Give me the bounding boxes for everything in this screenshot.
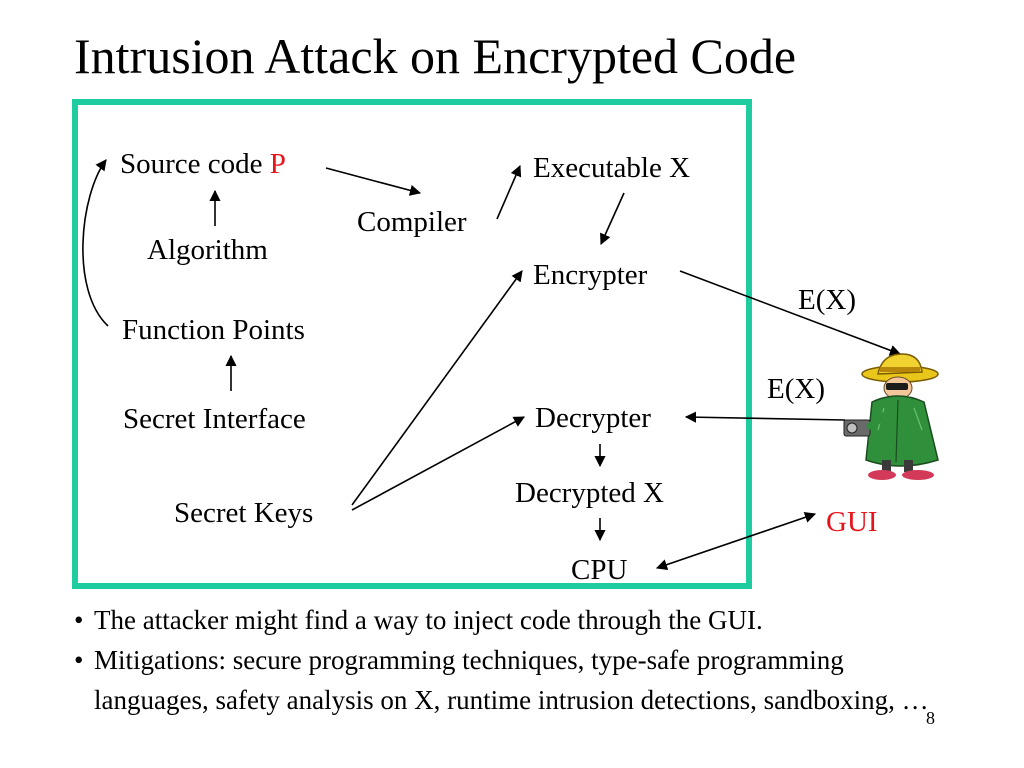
slide-title: Intrusion Attack on Encrypted Code	[74, 28, 797, 84]
algorithm-label: Algorithm	[147, 234, 268, 266]
arrow-encrypter-to-attacker	[679, 270, 902, 356]
decrypter-label: Decrypter	[535, 402, 651, 434]
encrypted-output-label: E(X)	[798, 284, 856, 316]
spy-attacker-icon	[843, 353, 939, 480]
bullet-text: Mitigations: secure programming techniqu…	[94, 645, 929, 715]
bullet-item: • The attacker might find a way to injec…	[74, 600, 964, 640]
arrow-compiler-to-executable	[496, 164, 522, 220]
bullet-item: • Mitigations: secure programming techni…	[74, 640, 964, 720]
arrow-cpu-gui	[655, 511, 817, 571]
executable-label: Executable X	[533, 152, 691, 184]
encrypted-input-label: E(X)	[767, 373, 825, 405]
source-code-text: Source code	[120, 148, 270, 180]
gui-label: GUI	[826, 506, 878, 538]
bullet-list: • The attacker might find a way to injec…	[74, 600, 964, 720]
arrow-source-to-compiler	[325, 167, 422, 196]
arrow-executable-to-encrypter	[600, 192, 625, 246]
bullet-marker: •	[74, 645, 84, 675]
arrow-function-points-to-source	[82, 159, 109, 327]
encrypter-label: Encrypter	[533, 259, 648, 291]
system-boundary-frame	[72, 99, 752, 589]
page-number: 8	[926, 708, 935, 728]
bullet-text: The attacker might find a way to inject …	[94, 605, 763, 635]
compiler-label: Compiler	[357, 206, 467, 238]
arrow-keys-to-decrypter	[351, 416, 525, 511]
source-code-variable: P	[269, 148, 286, 180]
arrow-keys-to-encrypter	[351, 270, 523, 506]
cpu-label: CPU	[571, 554, 628, 586]
arrow-attacker-to-decrypter	[684, 411, 846, 423]
source-code-label: Source code P	[120, 147, 286, 181]
function-points-label: Function Points	[122, 314, 305, 346]
bullet-marker: •	[74, 605, 84, 635]
secret-keys-label: Secret Keys	[174, 497, 314, 529]
secret-interface-label: Secret Interface	[123, 403, 306, 435]
decrypted-label: Decrypted X	[515, 477, 664, 509]
